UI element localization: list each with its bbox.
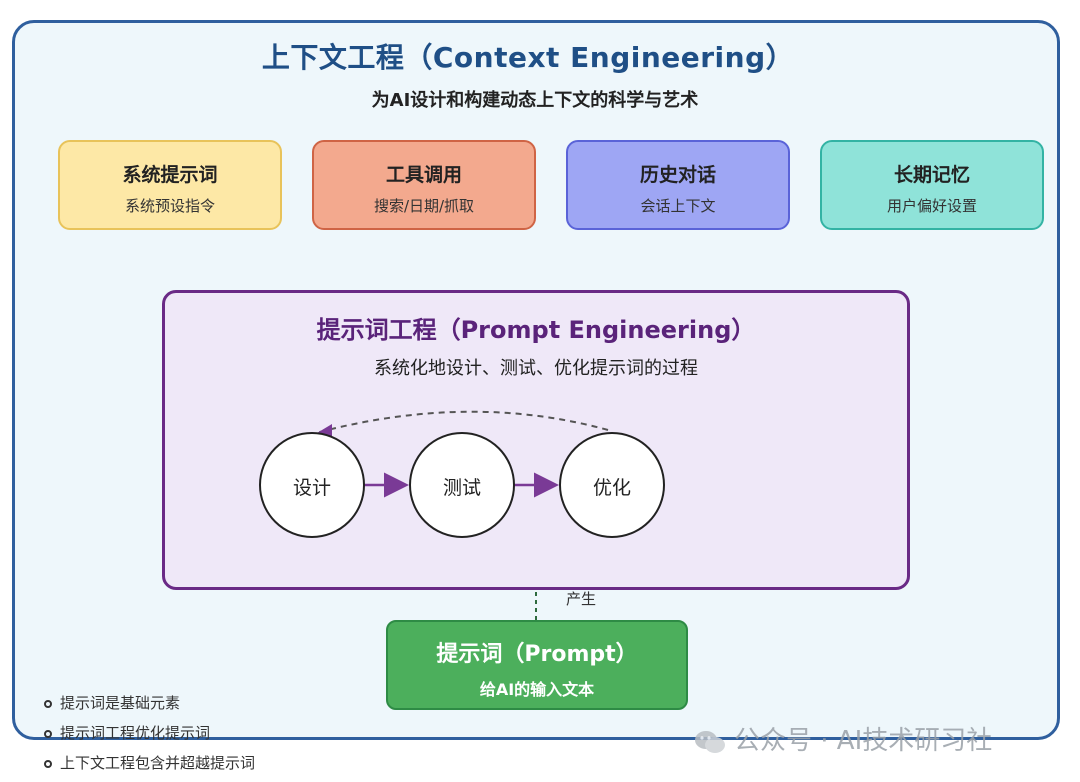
- component-title: 长期记忆: [893, 164, 970, 186]
- cycle-label-test: 测试: [442, 477, 481, 499]
- cycle-label-optimize: 优化: [592, 477, 631, 499]
- wechat-icon: [695, 730, 725, 753]
- component-subtitle: 系统预设指令: [124, 197, 215, 215]
- note-item: 上下文工程包含并超越提示词: [44, 752, 255, 773]
- component-title: 系统提示词: [122, 164, 218, 186]
- feedback-arrow: [315, 410, 609, 434]
- note-text: 提示词是基础元素: [60, 694, 181, 712]
- component-subtitle: 搜索/日期/抓取: [373, 197, 475, 215]
- diagram-subtitle: 为AI设计和构建动态上下文的科学与艺术: [371, 90, 699, 111]
- component-card-history: 历史对话 会话上下文: [566, 140, 790, 230]
- component-subtitle: 会话上下文: [640, 197, 716, 215]
- component-subtitle: 用户偏好设置: [886, 197, 977, 215]
- prompt-subtitle: 给AI的输入文本: [479, 680, 595, 699]
- bullet-icon: [44, 699, 52, 708]
- produce-label: 产生: [566, 590, 597, 608]
- note-text: 上下文工程包含并超越提示词: [60, 754, 256, 772]
- prompt-box: 提示词（Prompt） 给AI的输入文本: [386, 620, 688, 710]
- note-item: 提示词是基础元素: [44, 692, 180, 713]
- cycle-node-test: [409, 432, 515, 538]
- bullet-icon: [44, 729, 52, 738]
- prompt-engineering-subtitle: 系统化地设计、测试、优化提示词的过程: [374, 358, 698, 379]
- cycle-node-optimize: [559, 432, 665, 538]
- diagram-title: 上下文工程（Context Engineering）: [261, 41, 795, 74]
- note-item: 提示词工程优化提示词: [44, 722, 210, 743]
- component-title: 历史对话: [639, 164, 716, 186]
- component-title: 工具调用: [385, 164, 462, 186]
- cycle-label-design: 设计: [292, 477, 331, 499]
- cycle-node-design: [259, 432, 365, 538]
- watermark: 公众号 · AI技术研习社: [694, 720, 992, 757]
- component-card-system-prompt: 系统提示词 系统预设指令: [58, 140, 282, 230]
- note-text: 提示词工程优化提示词: [60, 724, 211, 742]
- prompt-engineering-title: 提示词工程（Prompt Engineering）: [316, 316, 756, 344]
- prompt-title: 提示词（Prompt）: [436, 642, 638, 667]
- component-card-tool-calls: 工具调用 搜索/日期/抓取: [312, 140, 536, 230]
- watermark-text: 公众号 · AI技术研习社: [734, 726, 993, 756]
- bullet-icon: [44, 759, 52, 768]
- component-card-long-term-memory: 长期记忆 用户偏好设置: [820, 140, 1044, 230]
